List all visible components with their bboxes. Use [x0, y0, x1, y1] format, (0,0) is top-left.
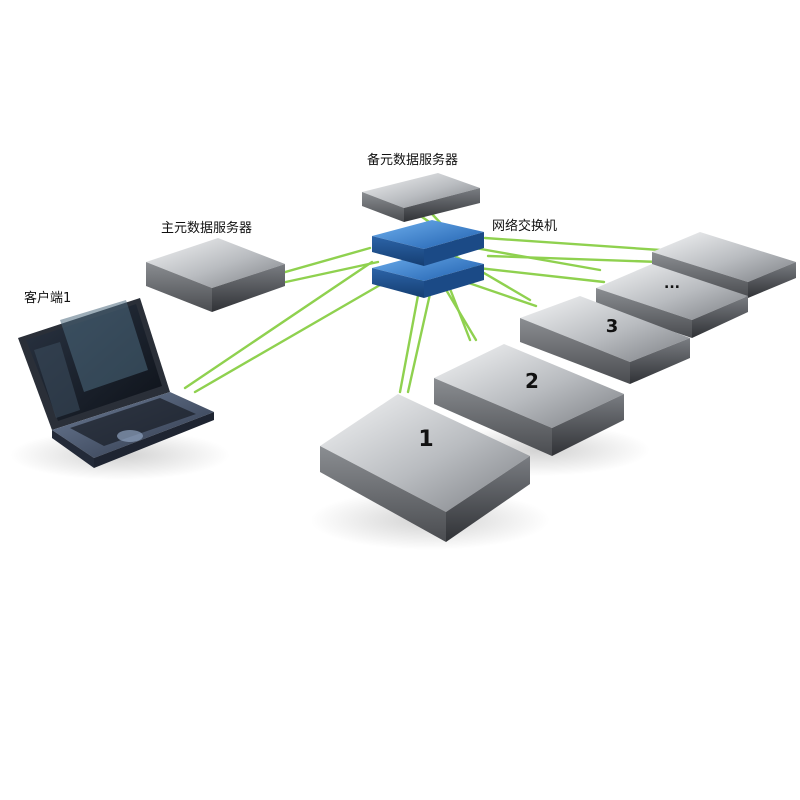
cable-node-4b	[476, 266, 606, 284]
backup-metadata-server	[362, 173, 480, 222]
cable-node-5	[483, 236, 662, 252]
cable-client-2	[193, 283, 382, 394]
primary-metadata-server	[146, 238, 285, 312]
storage-node-2	[434, 344, 624, 456]
cable-node-1b	[406, 283, 434, 394]
storage-node-3-label: 3	[606, 316, 619, 337]
backup-metadata-server-label: 备元数据服务器	[367, 153, 459, 168]
cable-node-4	[473, 246, 602, 272]
storage-node-1-label: 1	[418, 427, 433, 452]
laptop-client	[18, 298, 214, 468]
storage-node-5	[652, 232, 796, 298]
cable-node-2b	[443, 286, 478, 342]
cable-node-5b	[486, 254, 662, 264]
network-switch-label: 网络交换机	[492, 219, 558, 234]
cable-client	[183, 260, 374, 390]
storage-node-4-label: ...	[664, 276, 680, 292]
client-label: 客户端1	[24, 291, 72, 306]
storage-node-1	[320, 394, 530, 542]
network-switch	[372, 220, 484, 298]
cable-node-3b	[458, 278, 538, 308]
storage-node-labels: 1 2 3 ...	[418, 276, 680, 452]
primary-metadata-server-label: 主元数据服务器	[161, 221, 253, 236]
storage-node-3	[520, 296, 690, 384]
storage-node-2-label: 2	[525, 369, 539, 393]
storage-node-4	[596, 264, 748, 338]
